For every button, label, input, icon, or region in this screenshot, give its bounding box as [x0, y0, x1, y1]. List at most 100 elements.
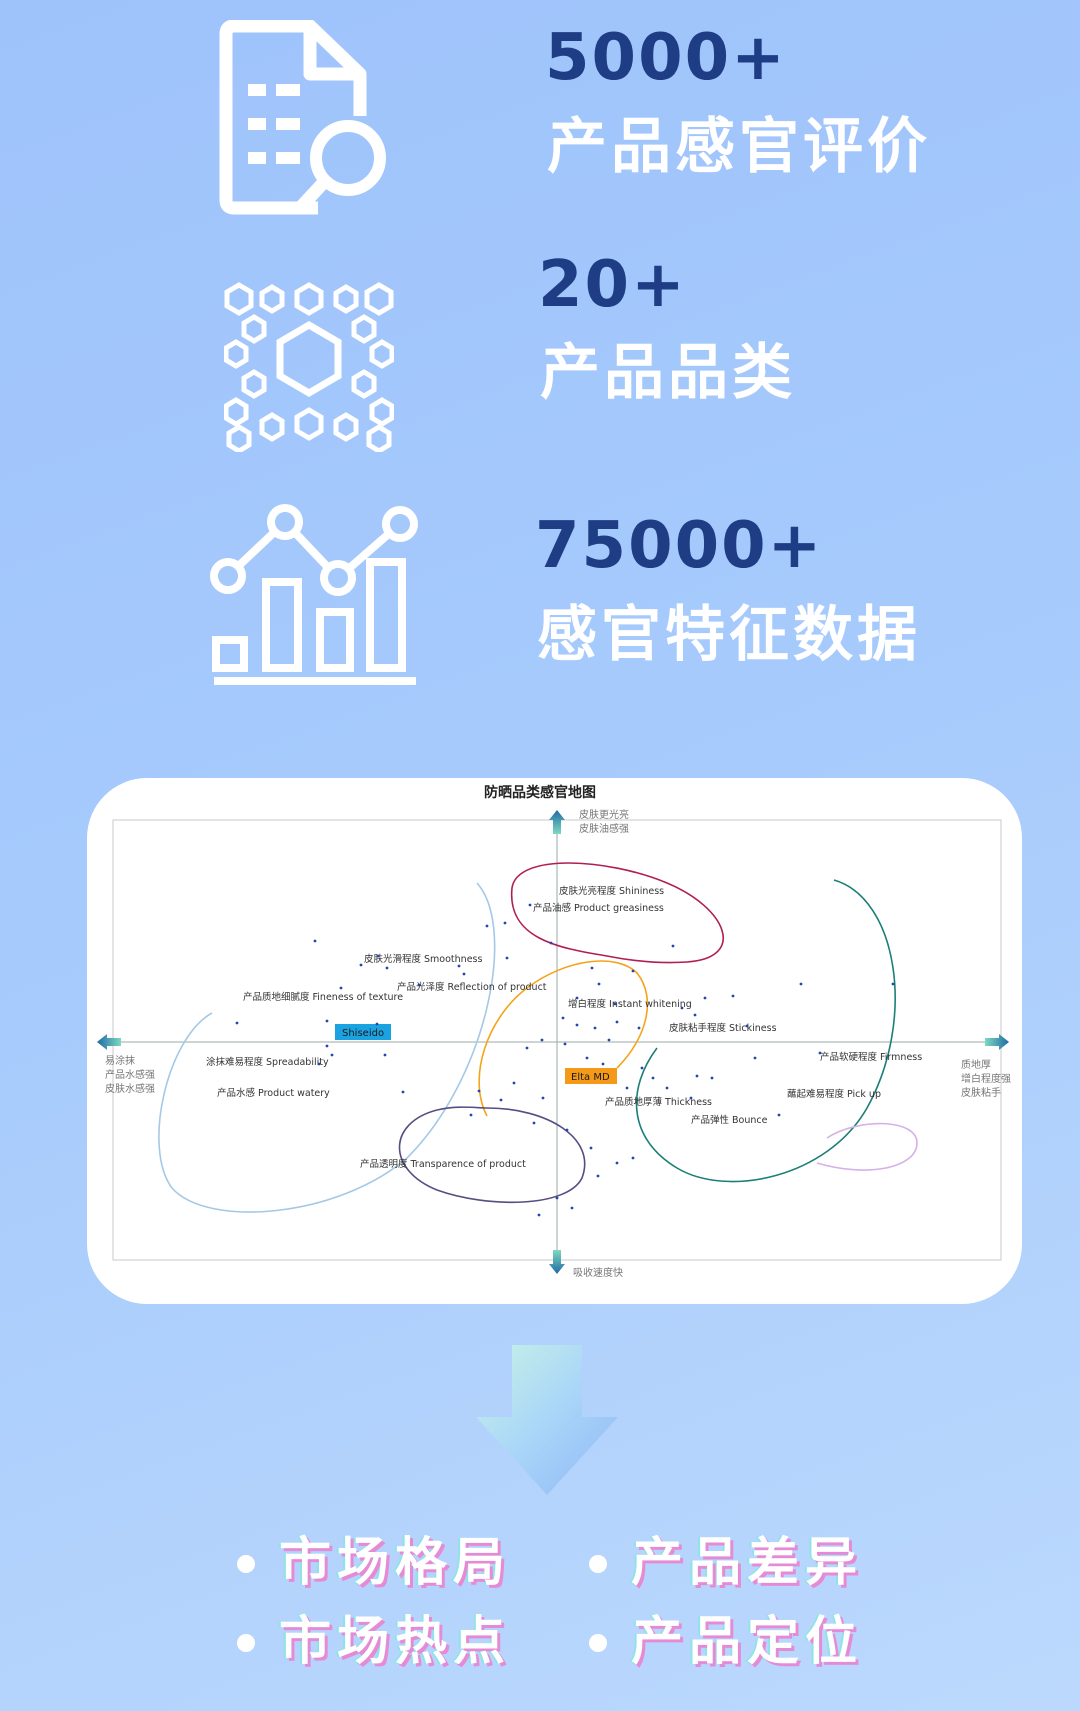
conclusion-product-positioning: 产品定位	[631, 1612, 864, 1672]
sample-point	[590, 966, 594, 970]
sample-point	[703, 996, 707, 1000]
bullet-dot	[589, 1555, 607, 1573]
stat-label-reviews: 产品感官评价	[547, 112, 931, 182]
sample-point	[537, 1213, 541, 1217]
brand-tag-elta	[565, 1068, 617, 1084]
sample-point	[607, 1038, 611, 1042]
sample-point	[325, 1019, 329, 1023]
sample-point	[631, 969, 635, 973]
arrow-left-icon	[97, 1034, 121, 1050]
sensory-map-card	[87, 778, 1022, 1304]
sample-point	[462, 972, 466, 976]
axis-right-label-1: 质地厚	[961, 1058, 991, 1071]
sample-point	[710, 1076, 714, 1080]
sample-point	[401, 1090, 405, 1094]
sample-point	[532, 1121, 536, 1125]
attr-fineness: 产品质地细腻度 Fineness of texture	[243, 991, 403, 1003]
brand-label-shiseido: Shiseido	[342, 1028, 384, 1039]
attr-spreadability: 涂抹难易程度 Spreadability	[206, 1056, 329, 1068]
brand-label-elta: Elta MD	[571, 1072, 610, 1083]
sample-point	[330, 1053, 334, 1057]
cluster-curve-smooth	[158, 882, 496, 1213]
attr-transparence: 产品透明度 Transparence of product	[360, 1158, 526, 1170]
sample-point	[339, 986, 343, 990]
hexagon-cluster-icon	[224, 282, 394, 452]
sample-point	[512, 1081, 516, 1085]
sample-point	[575, 996, 579, 1000]
axis-top-label-2: 皮肤油感强	[579, 822, 629, 835]
sample-point	[615, 1020, 619, 1024]
sample-point	[631, 1156, 635, 1160]
sample-point	[575, 1023, 579, 1027]
attr-greasiness: 产品油感 Product greasiness	[533, 902, 664, 914]
sample-point	[593, 1026, 597, 1030]
sensory-map: 皮肤更光亮 皮肤油感强 吸收速度快 易涂抹 产品水感强 皮肤水感强 质地厚 增白…	[97, 808, 1011, 1279]
sample-point	[613, 1002, 617, 1006]
cluster-curve-whitening	[478, 960, 649, 1117]
sample-point	[693, 1013, 697, 1017]
sample-point	[417, 983, 421, 987]
axis-bottom-label: 吸收速度快	[573, 1266, 623, 1279]
stat-number-reviews: 5000+	[545, 21, 787, 95]
sample-point	[671, 944, 675, 948]
conclusion-product-difference: 产品差异	[631, 1533, 864, 1593]
attr-shininess: 皮肤光亮程度 Shininess	[559, 885, 664, 897]
axis-left-label-2: 产品水感强	[105, 1068, 155, 1081]
sample-point	[651, 1076, 655, 1080]
bullet-dot	[237, 1634, 255, 1652]
arrow-up-icon	[549, 810, 565, 834]
sample-point	[570, 1206, 574, 1210]
attr-smoothness: 皮肤光滑程度 Smoothness	[364, 953, 482, 965]
brand-tag-shiseido	[335, 1024, 391, 1040]
sample-point	[469, 1113, 473, 1117]
sample-point	[731, 994, 735, 998]
arrow-right-icon	[985, 1034, 1009, 1050]
attr-watery: 产品水感 Product watery	[217, 1087, 330, 1099]
sample-point	[665, 1086, 669, 1090]
sample-point	[555, 1196, 559, 1200]
bar-line-chart-icon	[210, 504, 418, 685]
sample-point	[528, 903, 532, 907]
sample-point	[596, 1174, 600, 1178]
bullet-dot	[589, 1634, 607, 1652]
sample-point	[561, 1016, 565, 1020]
sample-point	[541, 1096, 545, 1100]
sample-point	[640, 1066, 644, 1070]
sample-point	[525, 1046, 529, 1050]
sample-point	[385, 966, 389, 970]
stat-number-categories: 20+	[538, 248, 687, 322]
sample-point	[753, 1056, 757, 1060]
sample-point	[499, 1098, 503, 1102]
conclusion-market-landscape: 市场格局	[279, 1533, 512, 1593]
bullet-dot	[237, 1555, 255, 1573]
cluster-curve-shine	[510, 862, 725, 964]
sample-point	[317, 1062, 321, 1066]
sample-point	[313, 939, 317, 943]
sample-point	[375, 1022, 379, 1026]
sample-point	[235, 1021, 239, 1025]
sample-point	[503, 921, 507, 925]
sample-point	[585, 1056, 589, 1060]
attr-bounce: 产品弹性 Bounce	[691, 1114, 768, 1126]
sample-point	[799, 982, 803, 986]
sample-point	[777, 1113, 781, 1117]
attr-firmness: 产品软硬程度 Firmness	[820, 1051, 922, 1063]
map-title: 防晒品类感官地图	[484, 785, 596, 801]
sample-point	[615, 1161, 619, 1165]
sample-point	[485, 924, 489, 928]
document-search-icon	[219, 20, 386, 215]
sample-point	[505, 956, 509, 960]
attr-thickness: 产品质地厚薄 Thickness	[605, 1096, 712, 1108]
axis-left-label-3: 皮肤水感强	[105, 1082, 155, 1095]
sample-point	[597, 982, 601, 986]
sample-points	[235, 903, 895, 1217]
sample-point	[589, 1146, 593, 1150]
cluster-curve-pickup	[816, 1122, 918, 1171]
sample-point	[680, 1006, 684, 1010]
sample-point	[325, 1044, 329, 1048]
sample-point	[689, 1096, 693, 1100]
axis-right-label-2: 增白程度强	[961, 1072, 1011, 1085]
sample-point	[359, 963, 363, 967]
arrow-down-icon	[549, 1250, 565, 1274]
attr-reflection: 产品光泽度 Reflection of product	[397, 981, 547, 993]
